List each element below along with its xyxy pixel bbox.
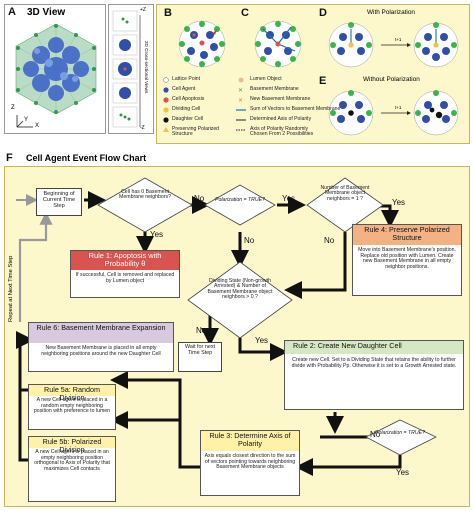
rule6-body: New Basement Membrane is placed in all e… [41, 345, 161, 357]
rule3-box: Rule 3: Determine Axis of Polarity Axis … [200, 430, 300, 496]
label-yes-4: Yes [255, 336, 269, 345]
label-no-1: No [194, 194, 205, 203]
legend-daughter-cell: Daughter Cell [172, 116, 204, 122]
rule5b-body: A new Cell agent is placed in an empty n… [34, 449, 110, 472]
legend-random-axis: Axis of Polarity Randomly Chosen From 2 … [250, 126, 314, 138]
d4-text: Dividing State (Non-growth Arrested) & N… [207, 278, 273, 301]
rule6-title: Rule 6: Basement Membrane Expansion [29, 323, 173, 343]
legend-lattice-point: Lattice Point [172, 76, 201, 82]
panel-e-grids [328, 90, 459, 136]
rule2-box: Rule 2: Create New Daughter Cell Create … [284, 340, 464, 410]
panel-d-arrow-label: t+1 [395, 37, 402, 42]
d3-text: Number of Basement Membrane object neigh… [320, 185, 370, 202]
label-yes-2: Yes [150, 230, 164, 239]
rule2-title: Rule 2: Create New Daughter Cell [285, 341, 463, 354]
legend-dividing-cell: Dividing Cell [172, 106, 201, 112]
rule5a-body: A new Cell agent is placed in a random e… [33, 397, 111, 415]
rule1-title: Rule 1: Apoptosis with Probability θ [71, 251, 179, 270]
rule2-body: Create new Cell. Set to a Dividing State… [291, 357, 457, 369]
axis-z-label: Z [11, 105, 15, 111]
rule5b-box: Rule 5b: Polarized Division A new Cell a… [28, 436, 116, 502]
panel-d-grids [328, 22, 459, 68]
d5-text: Polarization = TRUE? [374, 430, 426, 436]
panel-e-letter: E [319, 75, 327, 87]
panel-f-title: Cell Agent Event Flow Chart [26, 153, 147, 163]
legend-cell-apoptosis: Cell Apoptosis [172, 96, 205, 102]
panel-b-grid [178, 20, 226, 68]
legend-lumen: Lumen Object [250, 76, 282, 82]
repeat-label: Repeat at Next Time Step [8, 255, 14, 322]
legend-preserving: Preserving Polarized Structure [172, 126, 219, 138]
cross-section-views [112, 10, 141, 128]
label-no-5: No [370, 430, 381, 439]
diamond-basement-zero [97, 177, 193, 233]
diamond-polarization-2 [365, 419, 437, 456]
axis-x-label: X [35, 123, 40, 129]
rule5b-title: Rule 5b: Polarized Division [29, 437, 115, 453]
legend-new-basement: New Basement Membrane [250, 96, 311, 102]
legend-cell-agent: Cell Agent [172, 86, 196, 92]
legend-determined-axis: Determined Axis of Polarity [250, 116, 312, 122]
label-yes-3: Yes [392, 198, 406, 207]
panel-b-letter: B [164, 7, 172, 19]
panel-d-title: With Polarization [367, 9, 415, 16]
legend-sum-vectors: Sum of Vectors to Basement Membrane [250, 106, 341, 112]
rule3-title: Rule 3: Determine Axis of Polarity [201, 431, 299, 451]
label-yes-5: Yes [396, 468, 410, 477]
panel-e-arrow-label: t+1 [395, 105, 402, 110]
diamond-polarization-1 [204, 184, 276, 226]
axes-icon [16, 115, 33, 128]
legend: ✕ ✕ Lattice Point Cell Agent Cell Apopto… [161, 76, 340, 141]
legend-basement-membrane: Basement Membrane [250, 86, 299, 92]
spheroid-3d-image [15, 23, 97, 115]
panel-bcde: B C D With Polarization E Without Polari… [156, 4, 470, 144]
svg-text:✕: ✕ [238, 98, 243, 104]
rule6-box: Rule 6: Basement Membrane Expansion New … [28, 322, 174, 372]
panel-a-letter: A [8, 6, 16, 18]
start-box: Beginning of Current Time Step [36, 188, 82, 216]
panel-f-letter: F [6, 152, 13, 164]
label-no-4: No [196, 326, 207, 335]
label-no-2: No [244, 236, 255, 245]
rule5a-box: Rule 5a: Random Division A new Cell agen… [28, 384, 116, 430]
panel-c-letter: C [241, 7, 249, 19]
plus-z-label: +Z [140, 7, 146, 13]
diamond-dividing-state [187, 261, 293, 339]
rule1-box: Rule 1: Apoptosis with Probability θ If … [70, 250, 180, 298]
wait-box: Wait for next Time Step [178, 342, 222, 372]
panel-a-title: 3D View [27, 7, 66, 18]
rule4-title: Rule 4: Preserve Polarized Structure [353, 225, 461, 245]
rule3-body: Axis equals closest direction to the sum… [204, 453, 296, 471]
svg-text:✕: ✕ [238, 88, 243, 94]
d2-text: Polarization = TRUE? [214, 197, 266, 203]
panel-c-grid [254, 20, 302, 68]
minus-z-label: -Z [140, 125, 145, 131]
panel-e-title: Without Polarization [363, 76, 420, 83]
label-no-3: No [324, 236, 335, 245]
d1-text: Cell has 0 Basement Membrane neighbors? [119, 189, 171, 201]
rule1-body: If successful, Cell is removed and repla… [75, 272, 175, 284]
diamond-bm-equals-one [306, 177, 384, 233]
rule4-body: Move into Basement Membrane's position. … [358, 247, 456, 270]
rule5a-title: Rule 5a: Random Division [29, 385, 115, 401]
panel-d-letter: D [319, 7, 327, 19]
label-yes-1: Yes [282, 194, 296, 203]
cross-section-strip: +Z -Z 2D Cross-sectional Views [108, 4, 154, 134]
panel-a: A 3D View Z Y X [4, 4, 106, 134]
legend-symbols: ✕ ✕ [163, 77, 246, 132]
rule4-box: Rule 4: Preserve Polarized Structure Mov… [352, 224, 462, 296]
axis-y-label: Y [24, 117, 29, 123]
